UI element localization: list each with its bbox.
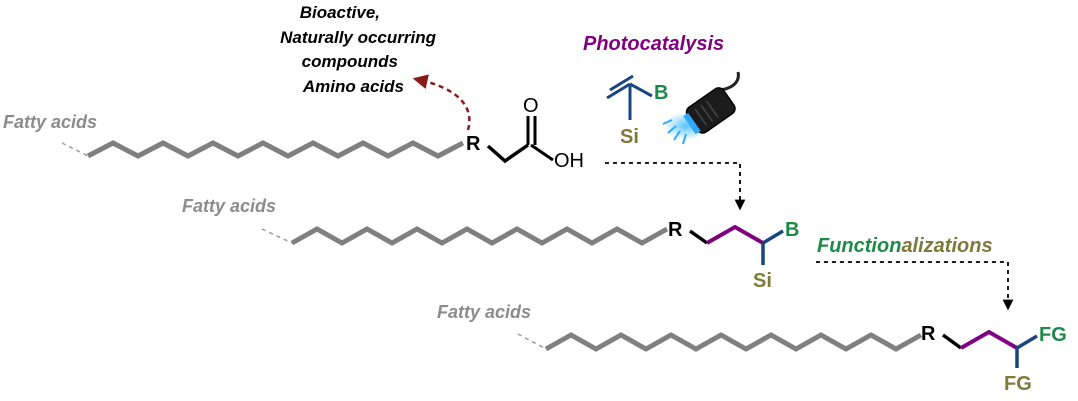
c-fg1-bond xyxy=(1016,334,1038,350)
bioactive-line-2: Naturally occurring xyxy=(280,28,436,47)
fatty-chain-1 xyxy=(86,140,465,159)
chain-1-dash xyxy=(61,142,89,157)
functional-group-1: FG xyxy=(1039,324,1067,346)
reaction-arrow-2 xyxy=(816,261,1014,311)
chain-2-dash xyxy=(261,228,293,244)
bioactive-note: Bioactive, Naturally occurring compounds… xyxy=(280,3,436,96)
new-cc-bonds-3 xyxy=(960,329,1018,350)
c-oh-bond xyxy=(530,143,554,162)
r-ch2-bond-3 xyxy=(941,333,963,350)
fatty-acids-label-2: Fatty acids xyxy=(182,196,276,216)
vinyl-c-b-bond xyxy=(629,82,653,98)
bioactive-line-3: compounds xyxy=(302,52,398,71)
boron-atom-2: B xyxy=(785,219,799,241)
fatty-chain-3 xyxy=(544,332,923,352)
r-group-2: R xyxy=(668,219,683,241)
bioactive-line-1: Bioactive, xyxy=(300,3,380,22)
silicon-atom-reagent: Si xyxy=(620,126,639,148)
hydroxyl: OH xyxy=(554,150,584,172)
led-lamp-icon xyxy=(662,71,740,145)
fatty-acids-label-1: Fatty acids xyxy=(3,112,97,132)
silicon-atom-2: Si xyxy=(753,270,772,292)
vinyl-double-bond-b xyxy=(609,74,634,92)
r-group-1: R xyxy=(466,133,481,155)
functional-group-2: FG xyxy=(1004,373,1032,395)
lamp-lens xyxy=(683,112,701,135)
r-ch2-bond-2 xyxy=(688,229,709,245)
functionalizations-title: Functionalizations xyxy=(817,235,993,257)
reaction-arrow-1 xyxy=(605,162,746,211)
chain-3-dash xyxy=(517,333,547,350)
boron-atom-reagent: B xyxy=(654,82,668,104)
lamp-cable xyxy=(719,71,740,92)
c-b-bond-2 xyxy=(762,229,784,245)
vinyl-boronate-silane-reagent: B Si xyxy=(606,74,668,148)
bioactive-dashed-arrow xyxy=(412,74,471,131)
new-cc-bonds-2 xyxy=(706,224,764,245)
r-group-3: R xyxy=(921,323,936,345)
vinyl-double-bond-a xyxy=(606,82,631,100)
bioactive-line-4: Amino acids xyxy=(302,77,404,96)
oxygen-carbonyl: O xyxy=(523,95,539,117)
alpha-ch2-bond xyxy=(486,143,529,164)
photocatalysis-title: Photocatalysis xyxy=(583,33,724,55)
fatty-chain-2 xyxy=(290,226,669,246)
fatty-acids-label-3: Fatty acids xyxy=(437,302,531,322)
